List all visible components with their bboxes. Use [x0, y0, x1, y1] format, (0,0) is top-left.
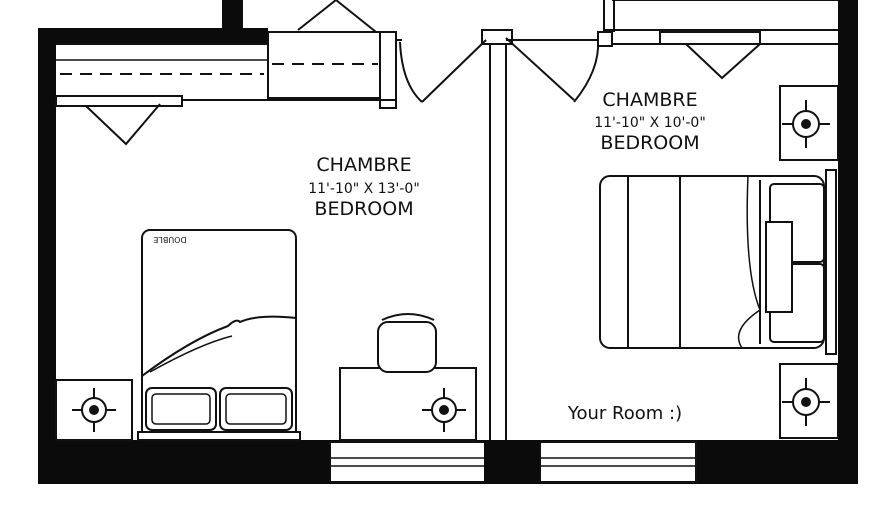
bed-size-label: DOUBLE — [153, 235, 186, 244]
single-bed — [599, 169, 837, 355]
bottom-windows — [329, 441, 697, 483]
outlet-icon — [72, 388, 116, 432]
room-label-left: CHAMBRE 11'-10" X 13'-0" BEDROOM — [308, 154, 420, 220]
right-bedroom-door — [505, 31, 613, 103]
room-name-en: BEDROOM — [600, 132, 699, 154]
middle-closet — [241, 0, 397, 109]
your-room-annotation: Your Room :) — [567, 403, 682, 424]
room-name-fr: CHAMBRE — [316, 154, 411, 176]
outlet-icon — [782, 378, 830, 426]
right-wall — [838, 0, 858, 484]
room-name-en: BEDROOM — [314, 198, 413, 220]
chair — [377, 313, 437, 373]
window-right — [539, 441, 697, 483]
room-dimensions: 11'-10" X 10'-0" — [594, 115, 706, 131]
partition-wall — [481, 29, 513, 484]
left-closet — [55, 32, 269, 146]
outlet-icon — [422, 388, 466, 432]
room-dimensions: 11'-10" X 13'-0" — [308, 181, 420, 197]
desk — [339, 367, 477, 441]
top-stub-wall — [222, 0, 242, 28]
left-bedroom-door — [396, 39, 487, 103]
right-closet — [603, 0, 838, 80]
room-label-right: CHAMBRE 11'-10" X 10'-0" BEDROOM — [594, 89, 706, 154]
room-name-fr: CHAMBRE — [602, 89, 697, 111]
top-left-wall — [38, 28, 268, 44]
outlet-icon — [782, 100, 830, 148]
outlet-symbols — [72, 100, 830, 432]
double-bed: DOUBLE — [137, 229, 301, 441]
window-left — [329, 441, 487, 483]
left-wall — [38, 28, 56, 484]
